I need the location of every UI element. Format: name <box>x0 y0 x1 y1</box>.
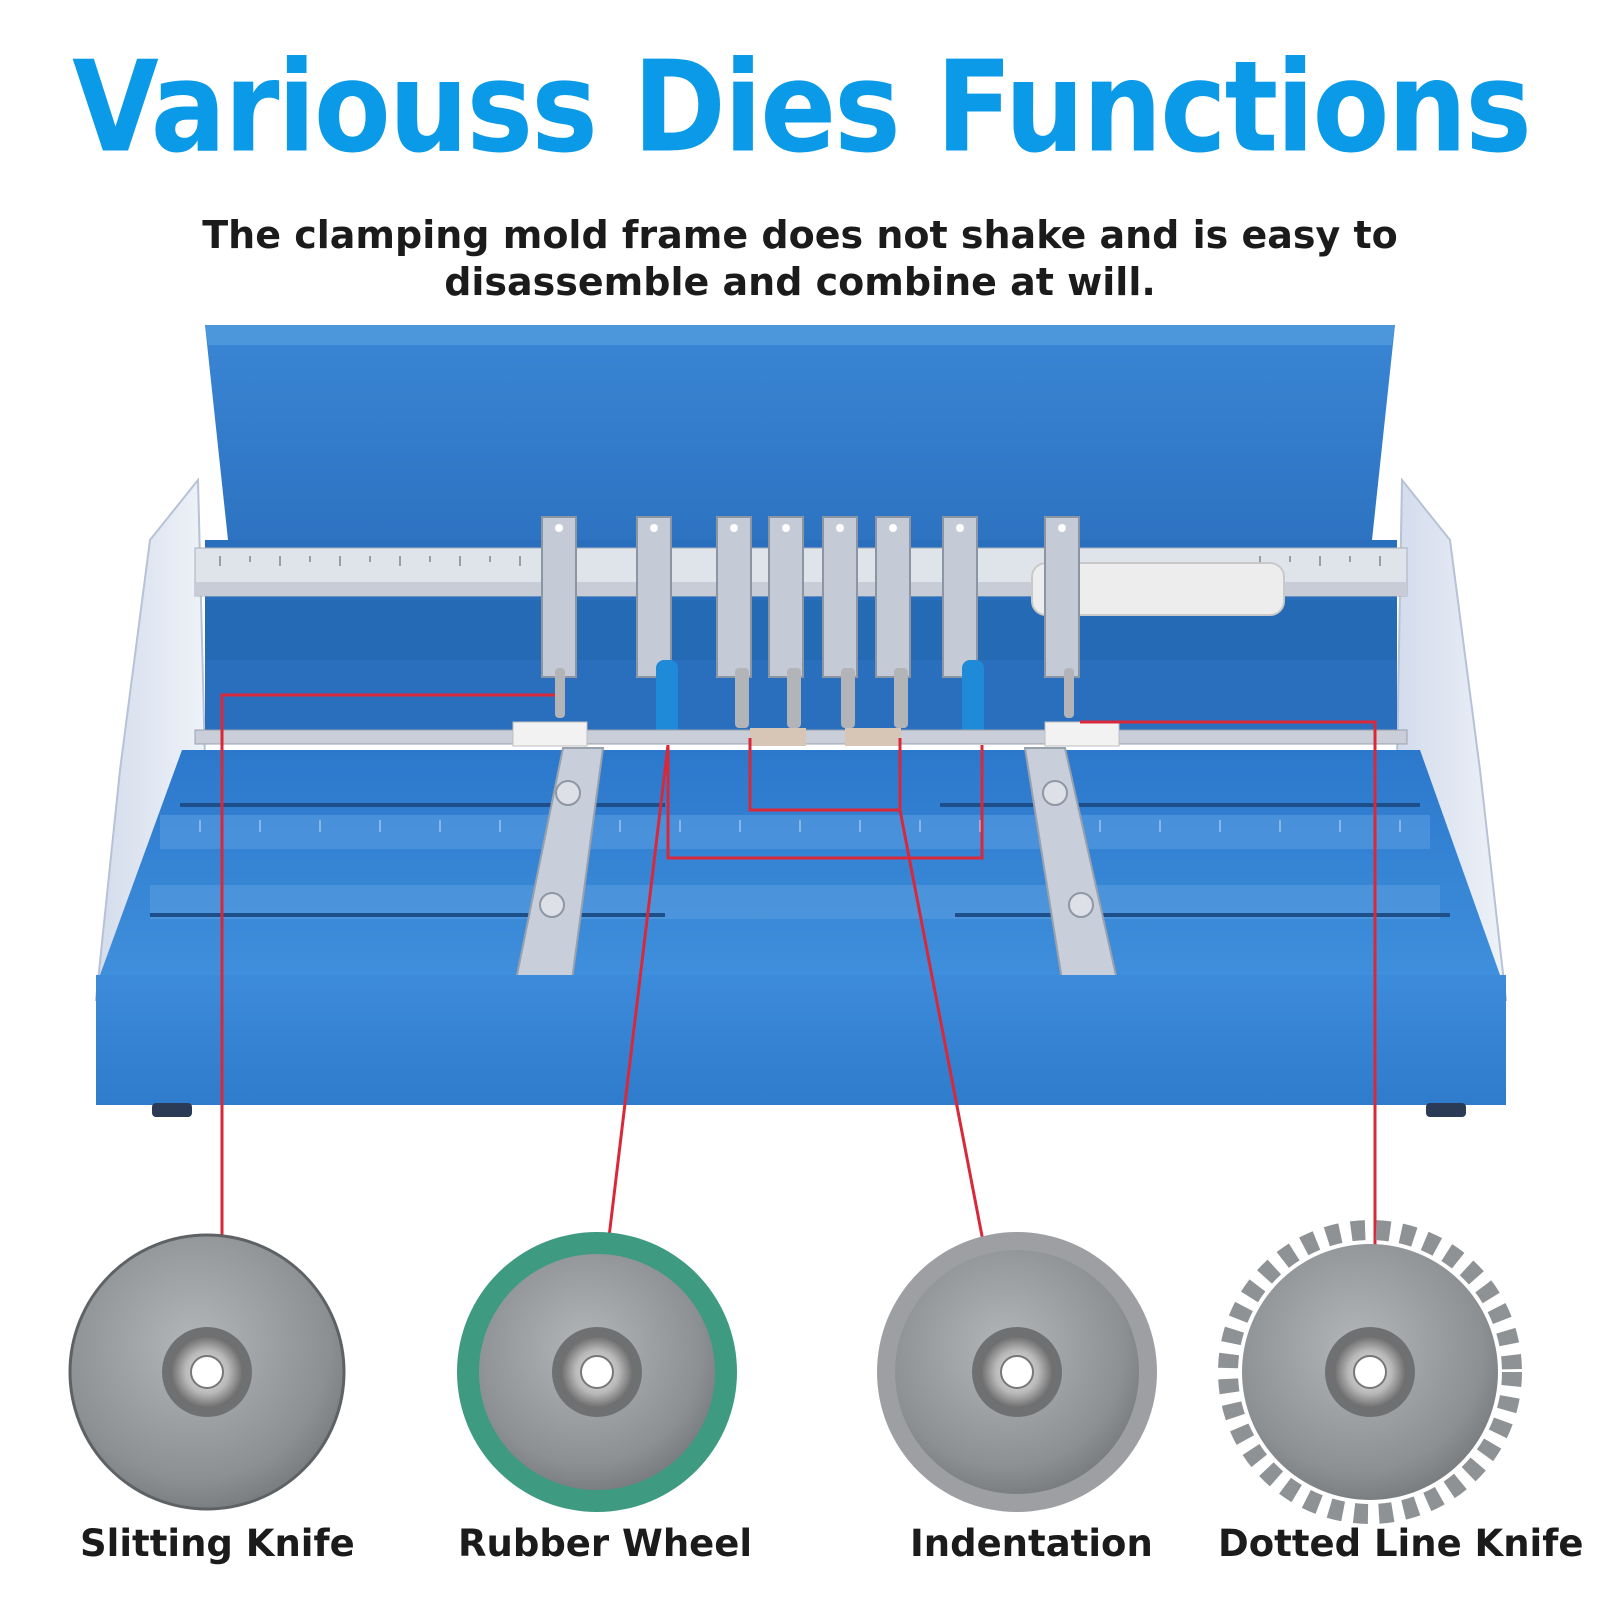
indentation-wheel-icon <box>877 1232 1157 1512</box>
machine-lid <box>205 325 1395 540</box>
caption-dotted-line-knife: Dotted Line Knife <box>1218 1522 1584 1565</box>
front-panel <box>96 975 1506 1105</box>
feed-table <box>100 747 1500 981</box>
subtitle-line-2: disassemble and combine at will. <box>444 260 1156 304</box>
subtitle-line-1: The clamping mold frame does not shake a… <box>202 213 1398 257</box>
slitting-knife-icon <box>68 1233 346 1511</box>
installed-wheels <box>555 660 1074 740</box>
blank-label-plate <box>1031 562 1285 616</box>
caption-slitting-knife: Slitting Knife <box>80 1522 355 1565</box>
page-title: Variouss Dies Functions <box>72 35 1532 181</box>
rubber-wheel-icon <box>457 1232 737 1512</box>
caption-rubber-wheel: Rubber Wheel <box>458 1522 753 1565</box>
dotted-line-knife-icon <box>1218 1220 1522 1524</box>
leader-lines <box>220 693 1377 1263</box>
caption-indentation: Indentation <box>910 1522 1153 1565</box>
die-holders <box>541 516 1080 678</box>
subtitle: The clamping mold frame does not shake a… <box>200 212 1400 306</box>
